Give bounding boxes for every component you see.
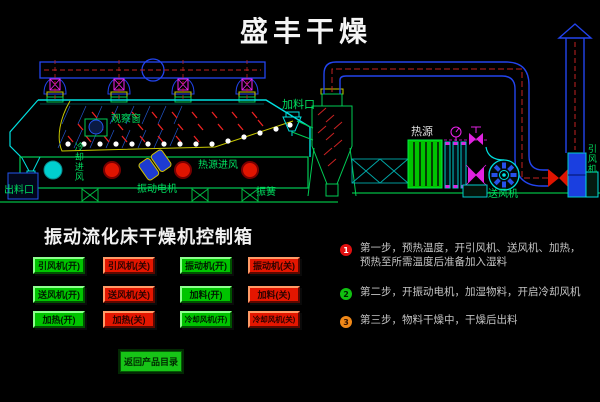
- hot-air-duct: [351, 158, 409, 184]
- induced-draft-fan: [567, 152, 599, 198]
- dryer-body: [9, 99, 311, 189]
- equipment-diagram: [0, 23, 600, 203]
- step-3: 3 第三步，物料干燥中，干燥后出料: [337, 314, 587, 328]
- exhaust-manifold: [39, 58, 266, 82]
- step-1: 1 第一步，预热温度，开引风机、送风机、加热，预热至所需温度后准备加入湿料: [337, 242, 587, 269]
- observation-window-label: 观察窗: [111, 114, 141, 125]
- step-2-text: 第二步，开振动电机，加湿物料，开启冷却风机: [360, 286, 581, 298]
- valve-icon: [462, 164, 488, 198]
- step-2: 2 第二步，开振动电机，加湿物料，开启冷却风机: [337, 286, 587, 300]
- step-3-text: 第三步，物料干燥中，干燥后出料: [360, 314, 518, 326]
- heater-off-button[interactable]: 加热(关): [103, 311, 155, 328]
- supply-fan: [485, 146, 520, 191]
- damper-valve-icon: [548, 169, 568, 187]
- discharge-port-label: 出料口: [4, 185, 34, 196]
- vibrator-on-button[interactable]: 振动机(开): [180, 257, 232, 274]
- indicator-lamp: [241, 161, 259, 179]
- vibration-motor-label: 振动电机: [137, 184, 177, 195]
- hot-air-inlet-label: 热源进风: [198, 160, 238, 171]
- cooling-fan-off-button[interactable]: 冷却风机(关): [248, 311, 300, 328]
- feed-hopper-icon: [282, 111, 302, 136]
- induced-draft-fan-label: 引风机: [585, 144, 596, 174]
- cooling-air-inlet-label: 冷却进风: [72, 142, 83, 182]
- exhaust-duct: [323, 61, 548, 187]
- fan-induced-on-button[interactable]: 引风机(开): [33, 257, 85, 274]
- observation-window-icon: [84, 118, 108, 137]
- return-catalog-button[interactable]: 返回产品目录: [120, 351, 182, 372]
- cyclone-inlet-duct: [291, 120, 314, 141]
- step-3-bullet: 3: [340, 316, 352, 328]
- heat-source-label: 热源: [411, 125, 433, 138]
- cooling-fan-on-button[interactable]: 冷却风机(开): [180, 311, 232, 328]
- indicator-lamp: [174, 161, 192, 179]
- vibration-motor-icon: [138, 149, 172, 181]
- heater-on-button[interactable]: 加热(开): [33, 311, 85, 328]
- heater: [407, 139, 467, 189]
- cyclone-separator: [307, 88, 357, 197]
- page-title: 盛丰干燥: [240, 15, 373, 48]
- vibrator-off-button[interactable]: 振动机(关): [248, 257, 300, 274]
- vibration-spring-label: 振簧: [256, 187, 276, 198]
- control-panel-title: 振动流化床干燥机控制箱: [44, 227, 253, 248]
- exhaust-stack: [557, 23, 593, 153]
- valve-icon: [444, 126, 488, 145]
- fan-supply-on-button[interactable]: 送风机(开): [33, 286, 85, 303]
- feed-port-label: 加料口: [282, 98, 315, 111]
- indicator-lamp: [103, 161, 121, 179]
- step-1-bullet: 1: [340, 244, 352, 256]
- feeder-off-button[interactable]: 加料(关): [248, 286, 300, 303]
- fan-supply-off-button[interactable]: 送风机(关): [103, 286, 155, 303]
- supply-fan-label: 送风机: [488, 189, 518, 200]
- fan-induced-off-button[interactable]: 引风机(关): [103, 257, 155, 274]
- feeder-on-button[interactable]: 加料(开): [180, 286, 232, 303]
- duct-centerline: [331, 68, 560, 179]
- pressure-gauge-icon: [450, 126, 462, 141]
- cooling-inlet-icon: [43, 160, 63, 180]
- discharge-chute-icon: [7, 156, 41, 200]
- step-2-bullet: 2: [340, 288, 352, 300]
- step-1-text: 第一步，预热温度，开引风机、送风机、加热，预热至所需温度后准备加入湿料: [360, 242, 581, 268]
